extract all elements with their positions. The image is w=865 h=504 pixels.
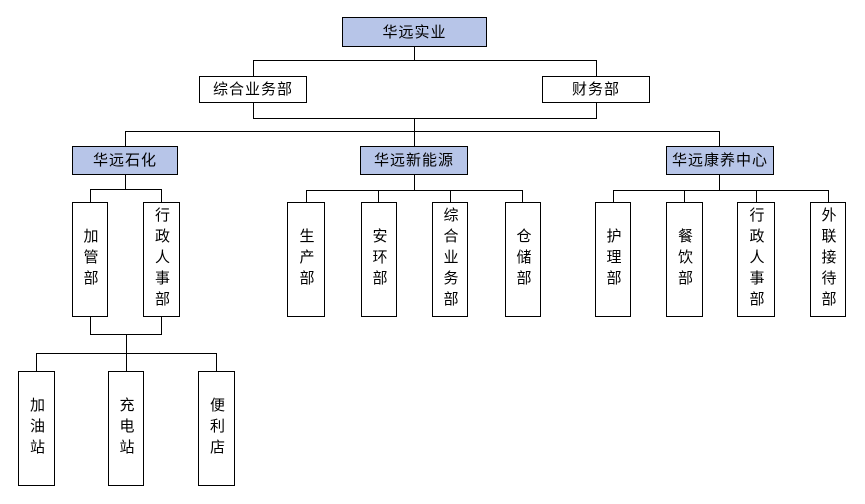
connector-line — [613, 190, 828, 191]
node-new-energy-division[interactable]: 华远新能源 — [360, 146, 468, 175]
connector-line — [719, 175, 720, 190]
node-production-dept[interactable]: 生产部 — [287, 202, 325, 317]
connector-line — [126, 334, 127, 353]
connector-line — [522, 190, 523, 202]
node-label: 华远实业 — [382, 22, 447, 41]
connector-line — [414, 118, 415, 146]
node-label: 行政人事部 — [153, 207, 171, 312]
connector-line — [306, 190, 307, 202]
node-warehouse-dept[interactable]: 仓储部 — [505, 202, 541, 317]
connector-line — [126, 353, 127, 371]
node-label: 便利店 — [208, 397, 226, 460]
node-catering-dept[interactable]: 餐饮部 — [666, 202, 703, 317]
connector-line — [306, 190, 523, 191]
connector-line — [125, 175, 126, 189]
node-label: 华远新能源 — [373, 151, 454, 169]
node-safety-environment-dept[interactable]: 安环部 — [361, 202, 397, 317]
node-gas-management-dept[interactable]: 加管部 — [72, 202, 108, 317]
node-general-business-dept[interactable]: 综合业务部 — [199, 76, 307, 103]
node-label: 华远康养中心 — [671, 151, 768, 169]
node-label: 行政人事部 — [747, 207, 766, 312]
node-label: 仓储部 — [514, 228, 533, 291]
node-label: 安环部 — [370, 228, 389, 291]
connector-line — [161, 317, 162, 334]
connector-line — [36, 353, 37, 371]
node-label: 综合业务部 — [212, 80, 293, 98]
connector-line — [613, 190, 614, 202]
connector-line — [414, 175, 415, 190]
node-label: 外联接待部 — [819, 207, 838, 312]
connector-line — [253, 60, 597, 61]
node-label: 加管部 — [81, 228, 100, 291]
node-external-liaison-reception-dept[interactable]: 外联接待部 — [810, 202, 846, 317]
connector-line — [719, 131, 720, 146]
node-root-company[interactable]: 华远实业 — [342, 17, 487, 47]
node-nursing-dept[interactable]: 护理部 — [595, 202, 631, 317]
node-admin-hr-dept-health-care[interactable]: 行政人事部 — [737, 202, 775, 317]
node-charging-station[interactable]: 充电站 — [108, 371, 144, 486]
connector-line — [414, 47, 415, 60]
connector-line — [125, 131, 126, 146]
node-label: 充电站 — [117, 397, 136, 460]
connector-line — [125, 131, 720, 132]
connector-line — [161, 189, 162, 202]
connector-line — [90, 317, 91, 334]
connector-line — [828, 190, 829, 202]
connector-line — [596, 103, 597, 118]
connector-line — [253, 118, 597, 119]
connector-line — [253, 103, 254, 118]
connector-line — [596, 60, 597, 76]
connector-line — [216, 353, 217, 371]
node-label: 综合业务部 — [441, 207, 460, 312]
node-petrochemical-division[interactable]: 华远石化 — [72, 146, 178, 175]
node-convenience-store[interactable]: 便利店 — [198, 371, 235, 486]
node-finance-dept[interactable]: 财务部 — [542, 76, 650, 103]
node-label: 加油站 — [28, 397, 46, 460]
connector-line — [684, 190, 685, 202]
node-label: 华远石化 — [92, 151, 157, 169]
node-label: 生产部 — [297, 228, 316, 291]
connector-line — [756, 190, 757, 202]
node-health-care-center-division[interactable]: 华远康养中心 — [666, 146, 774, 175]
node-label: 餐饮部 — [676, 228, 694, 291]
node-gas-station[interactable]: 加油站 — [18, 371, 55, 486]
connector-line — [450, 190, 451, 202]
connector-line — [253, 60, 254, 76]
connector-line — [378, 190, 379, 202]
node-label: 护理部 — [604, 228, 623, 291]
node-label: 财务部 — [571, 80, 620, 98]
connector-line — [90, 189, 162, 190]
node-admin-hr-dept-petrochemical[interactable]: 行政人事部 — [143, 202, 180, 317]
node-general-business-dept-new-energy[interactable]: 综合业务部 — [432, 202, 468, 317]
connector-line — [90, 189, 91, 202]
